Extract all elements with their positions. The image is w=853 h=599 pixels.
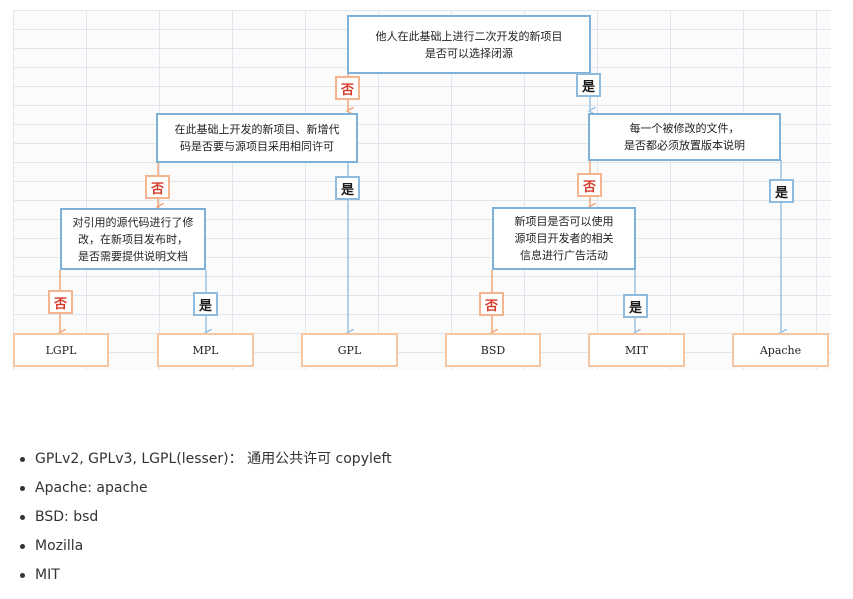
license-bsd: BSD bbox=[445, 333, 541, 367]
license-apache: Apache bbox=[732, 333, 829, 367]
answer-no-root: 否 bbox=[335, 76, 360, 100]
license-mit: MIT bbox=[588, 333, 685, 367]
question-documentation: 对引用的源代码进行了修改，在新项目发布时，是否需要提供说明文档 bbox=[60, 208, 206, 270]
answer-yes-q5: 是 bbox=[623, 294, 648, 318]
answer-no-q2: 否 bbox=[145, 175, 170, 199]
answer-no-q4: 否 bbox=[48, 290, 73, 314]
flow-arrows bbox=[13, 43, 831, 370]
list-item: GPLv2, GPLv3, LGPL(lesser)： 通用公共许可 copyl… bbox=[14, 445, 392, 474]
answer-yes-root: 是 bbox=[576, 73, 601, 97]
license-gpl: GPL bbox=[301, 333, 398, 367]
list-item: MIT bbox=[14, 561, 392, 590]
question-closed-source: 他人在此基础上进行二次开发的新项目是否可以选择闭源 bbox=[347, 15, 591, 74]
list-item: Apache: apache bbox=[14, 474, 392, 503]
answer-no-q5: 否 bbox=[479, 292, 504, 316]
license-notes-list: GPLv2, GPLv3, LGPL(lesser)： 通用公共许可 copyl… bbox=[14, 445, 392, 590]
answer-no-q3: 否 bbox=[577, 173, 602, 197]
question-same-license: 在此基础上开发的新项目、新增代码是否要与源项目采用相同许可 bbox=[156, 113, 358, 163]
answer-yes-q4: 是 bbox=[193, 292, 218, 316]
list-item: BSD: bsd bbox=[14, 503, 392, 532]
list-item: Mozilla bbox=[14, 532, 392, 561]
answer-yes-q2: 是 bbox=[335, 176, 360, 200]
question-advertising: 新项目是否可以使用源项目开发者的相关信息进行广告活动 bbox=[492, 207, 636, 270]
license-flowchart: 他人在此基础上进行二次开发的新项目是否可以选择闭源 在此基础上开发的新项目、新增… bbox=[13, 10, 831, 370]
answer-yes-q3: 是 bbox=[769, 179, 794, 203]
question-version-notice: 每一个被修改的文件，是否都必须放置版本说明 bbox=[588, 113, 781, 161]
license-mpl: MPL bbox=[157, 333, 254, 367]
license-lgpl: LGPL bbox=[13, 333, 109, 367]
